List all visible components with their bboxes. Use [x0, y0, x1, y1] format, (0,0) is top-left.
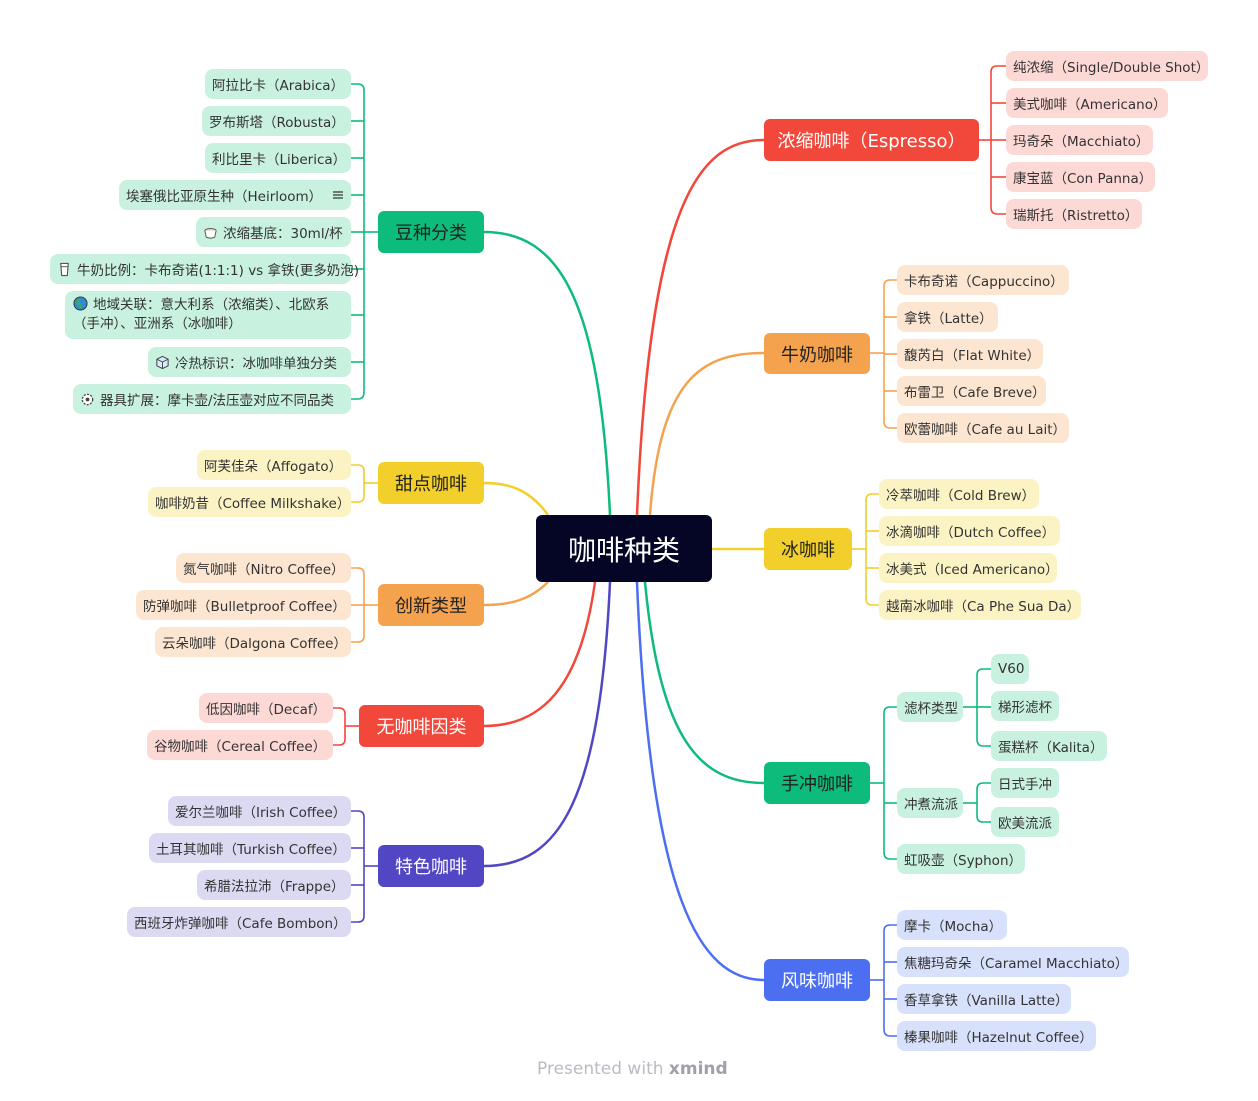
branch-decaf-types[interactable]: 无咖啡因类: [359, 705, 484, 747]
leaf-decaf[interactable]: 低因咖啡（Decaf）: [199, 693, 333, 723]
leaf-caramel-macchiato[interactable]: 焦糖玛奇朵（Caramel Macchiato）: [897, 947, 1129, 977]
leaf-brewing-schools[interactable]: 冲煮流派: [897, 788, 963, 818]
leaf-turkish-coffee[interactable]: 土耳其咖啡（Turkish Coffee）: [149, 833, 351, 863]
leaf-espresso-base-label: 浓缩基底：30ml/杯: [223, 226, 343, 242]
branch-milk-coffee[interactable]: 牛奶咖啡: [764, 333, 870, 374]
leaf-hazelnut-coffee[interactable]: 榛果咖啡（Hazelnut Coffee）: [897, 1021, 1096, 1051]
leaf-milk-ratio-label: 牛奶比例：卡布奇诺(1:1:1) vs 拿铁(更多奶泡): [77, 263, 360, 279]
footer-credit: Presented with xmind: [537, 1059, 728, 1079]
leaf-hot-cold-label[interactable]: 冷热标识：冰咖啡单独分类: [148, 347, 351, 377]
leaf-regional-association-label: 地域关联：意大利系（浓缩类）、北欧系（手冲）、亚洲系（冰咖啡）: [73, 296, 330, 332]
leaf-cold-brew[interactable]: 冷萃咖啡（Cold Brew）: [879, 479, 1039, 509]
coffee-cup-icon: [204, 227, 217, 239]
leaf-single-double-shot[interactable]: 纯浓缩（Single/Double Shot）: [1006, 51, 1209, 81]
leaf-syphon[interactable]: 虹吸壶（Syphon）: [897, 844, 1025, 874]
leaf-cafe-bombon[interactable]: 西班牙炸弹咖啡（Cafe Bombon）: [127, 907, 351, 937]
branch-iced-coffee[interactable]: 冰咖啡: [764, 528, 852, 570]
branch-pour-over[interactable]: 手冲咖啡: [764, 762, 870, 804]
branch-bean-types[interactable]: 豆种分类: [378, 211, 484, 253]
leaf-heirloom[interactable]: 埃塞俄比亚原生种（Heirloom）: [119, 180, 351, 210]
branch-dessert-coffee[interactable]: 甜点咖啡: [378, 462, 484, 504]
leaf-espresso-base[interactable]: 浓缩基底：30ml/杯: [196, 217, 351, 247]
central-topic[interactable]: 咖啡种类: [536, 515, 712, 582]
branch-espresso[interactable]: 浓缩咖啡（Espresso）: [764, 119, 979, 161]
leaf-robusta[interactable]: 罗布斯塔（Robusta）: [202, 106, 351, 136]
leaf-dutch-coffee[interactable]: 冰滴咖啡（Dutch Coffee）: [879, 516, 1060, 546]
leaf-irish-coffee[interactable]: 爱尔兰咖啡（Irish Coffee）: [168, 796, 351, 826]
leaf-macchiato[interactable]: 玛奇朵（Macchiato）: [1006, 125, 1153, 155]
leaf-liberica[interactable]: 利比里卡（Liberica）: [205, 143, 351, 173]
leaf-regional-association[interactable]: 地域关联：意大利系（浓缩类）、北欧系（手冲）、亚洲系（冰咖啡）: [65, 291, 351, 339]
globe-icon: [73, 296, 88, 311]
leaf-dalgona-coffee[interactable]: 云朵咖啡（Dalgona Coffee）: [155, 627, 351, 657]
leaf-mocha[interactable]: 摩卡（Mocha）: [897, 910, 1007, 940]
leaf-v60[interactable]: V60: [991, 654, 1029, 684]
leaf-bulletproof-coffee[interactable]: 防弹咖啡（Bulletproof Coffee）: [136, 590, 351, 620]
leaf-japanese-style[interactable]: 日式手冲: [991, 768, 1059, 798]
ice-cube-icon: [156, 355, 169, 369]
leaf-cappuccino[interactable]: 卡布奇诺（Cappuccino）: [897, 265, 1069, 295]
note-icon[interactable]: [333, 191, 343, 199]
leaf-dripper-types[interactable]: 滤杯类型: [897, 692, 963, 722]
leaf-cereal-coffee[interactable]: 谷物咖啡（Cereal Coffee）: [147, 730, 333, 760]
leaf-trapezoid-dripper[interactable]: 梯形滤杯: [991, 691, 1059, 721]
xmind-logo: xmind: [668, 1059, 728, 1079]
leaf-ca-phe-sua-da[interactable]: 越南冰咖啡（Ca Phe Sua Da）: [879, 590, 1081, 620]
leaf-flat-white[interactable]: 馥芮白（Flat White）: [897, 339, 1043, 369]
leaf-vanilla-latte[interactable]: 香草拿铁（Vanilla Latte）: [897, 984, 1071, 1014]
leaf-iced-americano[interactable]: 冰美式（Iced Americano）: [879, 553, 1059, 583]
leaf-kalita[interactable]: 蛋糕杯（Kalita）: [991, 731, 1107, 761]
leaf-coffee-milkshake[interactable]: 咖啡奶昔（Coffee Milkshake）: [148, 487, 351, 517]
footer-prefix: Presented with: [537, 1059, 669, 1079]
gear-icon: [81, 393, 94, 405]
branch-specialty-coffee[interactable]: 特色咖啡: [378, 845, 484, 887]
leaf-affogato[interactable]: 阿芙佳朵（Affogato）: [197, 450, 351, 480]
leaf-equipment-extension[interactable]: 器具扩展：摩卡壶/法压壶对应不同品类: [73, 384, 351, 414]
leaf-ristretto[interactable]: 瑞斯托（Ristretto）: [1006, 199, 1142, 229]
leaf-nitro-coffee[interactable]: 氮气咖啡（Nitro Coffee）: [176, 553, 351, 583]
leaf-frappe[interactable]: 希腊法拉沛（Frappe）: [197, 870, 351, 900]
leaf-milk-ratio[interactable]: 牛奶比例：卡布奇诺(1:1:1) vs 拿铁(更多奶泡): [50, 254, 359, 284]
leaf-western-style[interactable]: 欧美流派: [991, 807, 1059, 837]
milk-glass-icon: [60, 262, 69, 276]
branch-flavored-coffee[interactable]: 风味咖啡: [764, 959, 870, 1001]
leaf-arabica[interactable]: 阿拉比卡（Arabica）: [205, 69, 351, 99]
leaf-americano[interactable]: 美式咖啡（Americano）: [1006, 88, 1168, 118]
leaf-cafe-breve[interactable]: 布雷卫（Cafe Breve）: [897, 376, 1046, 406]
branch-innovative-types[interactable]: 创新类型: [378, 584, 484, 626]
leaf-latte[interactable]: 拿铁（Latte）: [897, 302, 998, 332]
leaf-hot-cold-label-text: 冷热标识：冰咖啡单独分类: [175, 356, 337, 372]
leaf-equipment-extension-label: 器具扩展：摩卡壶/法压壶对应不同品类: [100, 393, 335, 409]
leaf-heirloom-label: 埃塞俄比亚原生种（Heirloom）: [126, 189, 323, 205]
leaf-cafe-au-lait[interactable]: 欧蕾咖啡（Cafe au Lait）: [897, 413, 1069, 443]
leaf-con-panna[interactable]: 康宝蓝（Con Panna）: [1006, 162, 1155, 192]
